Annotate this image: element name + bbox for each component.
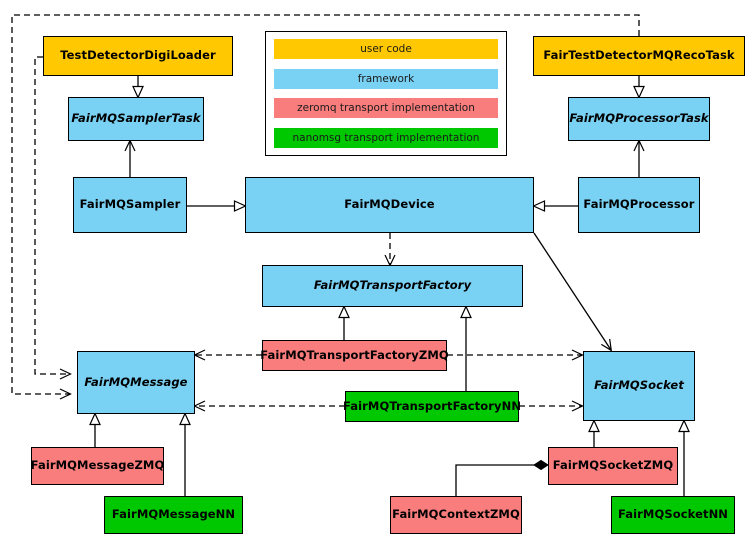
class-label: FairMQSamplerTask xyxy=(71,111,201,126)
class-box-fairmq-socket-nn[interactable]: FairMQSocketNN xyxy=(611,496,735,534)
legend-label: framework xyxy=(357,72,415,85)
class-label: FairMQProcessor xyxy=(583,197,695,212)
class-label: TestDetectorDigiLoader xyxy=(60,48,216,63)
legend-item-nanomsg: nanomsg transport implementation xyxy=(274,127,498,148)
legend-label: zeromq transport implementation xyxy=(297,102,475,115)
class-box-fairmq-message[interactable]: FairMQMessage xyxy=(77,351,195,414)
legend-item-zeromq: zeromq transport implementation xyxy=(274,98,498,119)
class-box-fairmq-sampler[interactable]: FairMQSampler xyxy=(73,177,187,233)
class-box-test-detector-digi-loader[interactable]: TestDetectorDigiLoader xyxy=(43,36,233,76)
legend-label: nanomsg transport implementation xyxy=(292,131,480,144)
class-box-fairmq-processor-task[interactable]: FairMQProcessorTask xyxy=(568,97,710,141)
class-label: FairMQSampler xyxy=(79,197,181,212)
legend-label: user code xyxy=(360,43,412,55)
class-box-fairmq-socket[interactable]: FairMQSocket xyxy=(583,351,695,421)
class-label: FairMQMessage xyxy=(84,374,188,389)
class-box-fair-test-detector-mq-reco-task[interactable]: FairTestDetectorMQRecoTask xyxy=(533,36,745,76)
legend-panel: user code framework zeromq transport imp… xyxy=(265,31,507,156)
class-label: FairMQProcessorTask xyxy=(569,111,709,126)
class-label: FairMQDevice xyxy=(344,197,435,212)
class-box-fairmq-socket-zmq[interactable]: FairMQSocketZMQ xyxy=(548,447,678,485)
class-box-fairmq-sampler-task[interactable]: FairMQSamplerTask xyxy=(68,97,204,141)
class-label: FairMQTransportFactoryZMQ xyxy=(260,347,449,362)
class-box-fairmq-device[interactable]: FairMQDevice xyxy=(245,177,534,233)
class-label: FairMQTransportFactory xyxy=(313,278,472,293)
class-box-fairmq-processor[interactable]: FairMQProcessor xyxy=(578,177,700,233)
class-label: FairMQSocketZMQ xyxy=(552,458,674,473)
class-box-fairmq-transport-factory-nn[interactable]: FairMQTransportFactoryNN xyxy=(342,391,522,422)
edge-contextzmq-to-socketzmq xyxy=(455,459,549,496)
legend-item-user-code: user code xyxy=(274,39,498,59)
legend-item-framework: framework xyxy=(274,68,498,89)
class-label: FairMQSocketNN xyxy=(617,507,729,522)
class-label: FairTestDetectorMQRecoTask xyxy=(543,48,735,63)
class-box-fairmq-message-zmq[interactable]: FairMQMessageZMQ xyxy=(31,447,164,485)
edge-device-to-socket xyxy=(533,232,613,352)
class-label: FairMQSocket xyxy=(594,378,684,393)
class-label: FairMQMessageZMQ xyxy=(30,458,165,473)
class-label: FairMQTransportFactoryNN xyxy=(342,398,522,413)
class-box-fairmq-transport-factory[interactable]: FairMQTransportFactory xyxy=(262,265,523,307)
class-box-fairmq-message-nn[interactable]: FairMQMessageNN xyxy=(104,496,243,534)
class-box-fairmq-context-zmq[interactable]: FairMQContextZMQ xyxy=(390,496,522,534)
class-label: FairMQMessageNN xyxy=(111,507,236,522)
edge-digiloader-to-message xyxy=(34,56,72,380)
class-label: FairMQContextZMQ xyxy=(392,507,520,522)
class-box-fairmq-transport-factory-zmq[interactable]: FairMQTransportFactoryZMQ xyxy=(260,340,449,371)
